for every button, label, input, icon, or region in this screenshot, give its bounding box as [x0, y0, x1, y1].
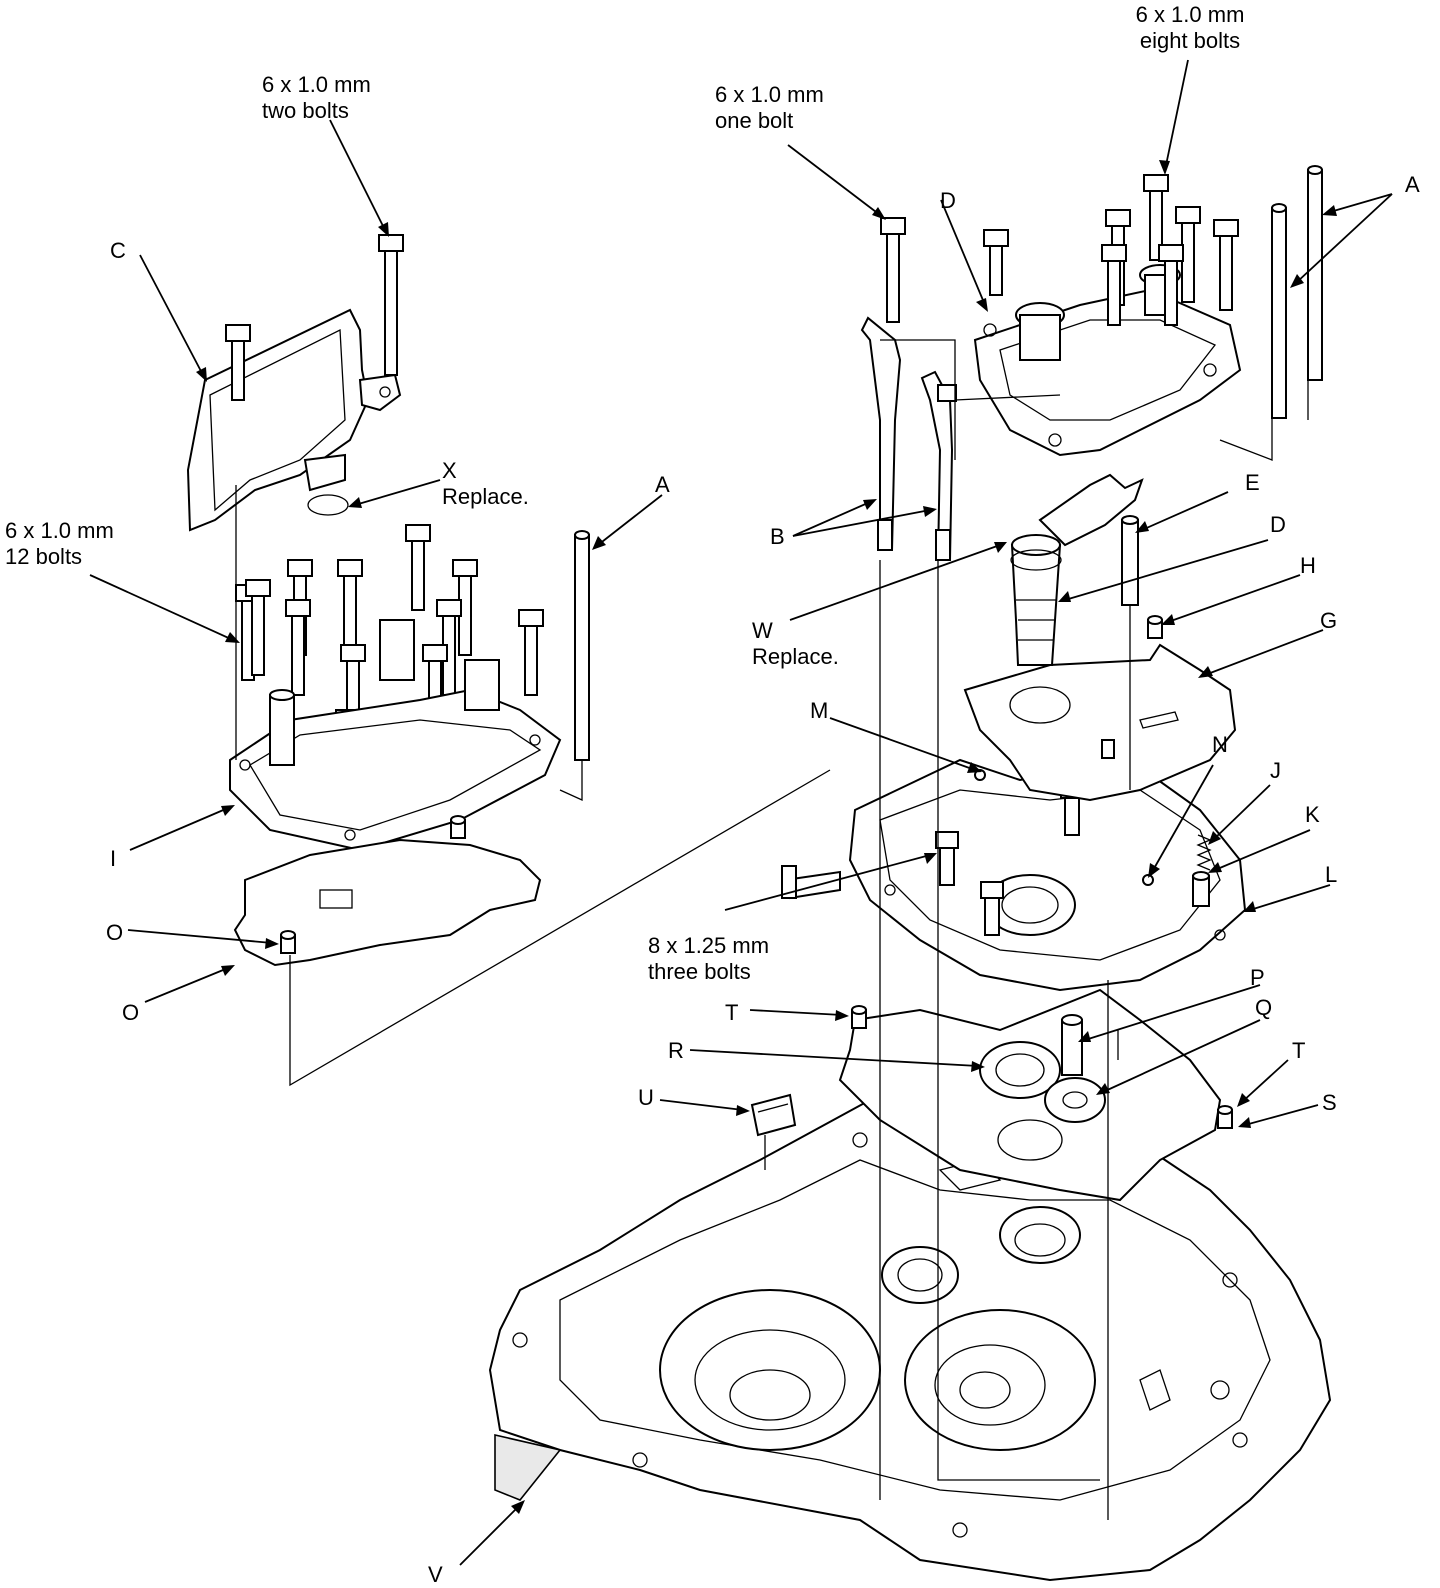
transmission-housing — [488, 1098, 1332, 1582]
label-o-left: M — [810, 698, 828, 723]
label-e: D — [1270, 512, 1286, 537]
check-ball-o-right — [1142, 874, 1154, 886]
gear-r — [979, 1041, 1061, 1099]
label-s: S — [1322, 1090, 1337, 1115]
label-c: C — [110, 238, 126, 263]
dowel-right-plate — [450, 815, 466, 839]
gear-q — [1044, 1077, 1106, 1123]
bolt-one — [880, 217, 906, 323]
cover-c — [186, 308, 402, 532]
label-m: K — [1305, 802, 1320, 827]
dowel-h — [1147, 615, 1163, 639]
bolts-two — [225, 234, 404, 401]
label-p: P — [1250, 965, 1265, 990]
spring-l — [1196, 834, 1212, 871]
dowel-m — [1192, 871, 1210, 907]
label-i: I — [110, 846, 116, 871]
label-u: U — [638, 1085, 654, 1110]
bolts-eight — [983, 174, 1239, 326]
pipes-b — [860, 316, 957, 561]
label-a-right: A — [1405, 172, 1420, 197]
label-g: G — [1320, 608, 1337, 633]
label-t-right: T — [1292, 1038, 1305, 1063]
o-ring-x — [307, 494, 349, 516]
dowel-t-right — [1217, 1105, 1233, 1129]
valve-body-d — [973, 264, 1242, 457]
pin-f — [1121, 515, 1139, 606]
label-o-right: N — [1212, 732, 1228, 757]
tube-e — [1010, 534, 1062, 666]
label-d: D — [940, 188, 956, 213]
valve-body-i — [229, 619, 562, 852]
label-v: V — [428, 1562, 443, 1587]
label-j: O — [122, 1000, 139, 1025]
separator-plate-g — [963, 643, 1237, 802]
alignment-lines — [235, 339, 1309, 1520]
label-r: R — [668, 1038, 684, 1063]
main-valve-body-n — [781, 758, 1247, 992]
label-k: O — [106, 920, 123, 945]
label-a-left: A — [655, 472, 670, 497]
label-f: E — [1245, 470, 1260, 495]
o-ring-w — [1010, 549, 1062, 571]
dowel-k — [280, 930, 296, 954]
label-b: B — [770, 524, 785, 549]
label-n: L — [1325, 862, 1337, 887]
label-q: Q — [1255, 995, 1272, 1020]
dowel-t-left — [851, 1005, 867, 1029]
bracket — [1038, 473, 1144, 547]
filter-u — [750, 1093, 797, 1137]
check-ball-o-left — [974, 769, 986, 781]
shaft-p — [1061, 1014, 1083, 1076]
leader-lines — [89, 59, 1393, 1566]
label-t-left: T — [725, 1000, 738, 1025]
label-h: H — [1300, 553, 1316, 578]
pins-a-right — [1271, 165, 1323, 419]
pin-a-left — [574, 530, 590, 761]
label-l: J — [1270, 758, 1281, 783]
